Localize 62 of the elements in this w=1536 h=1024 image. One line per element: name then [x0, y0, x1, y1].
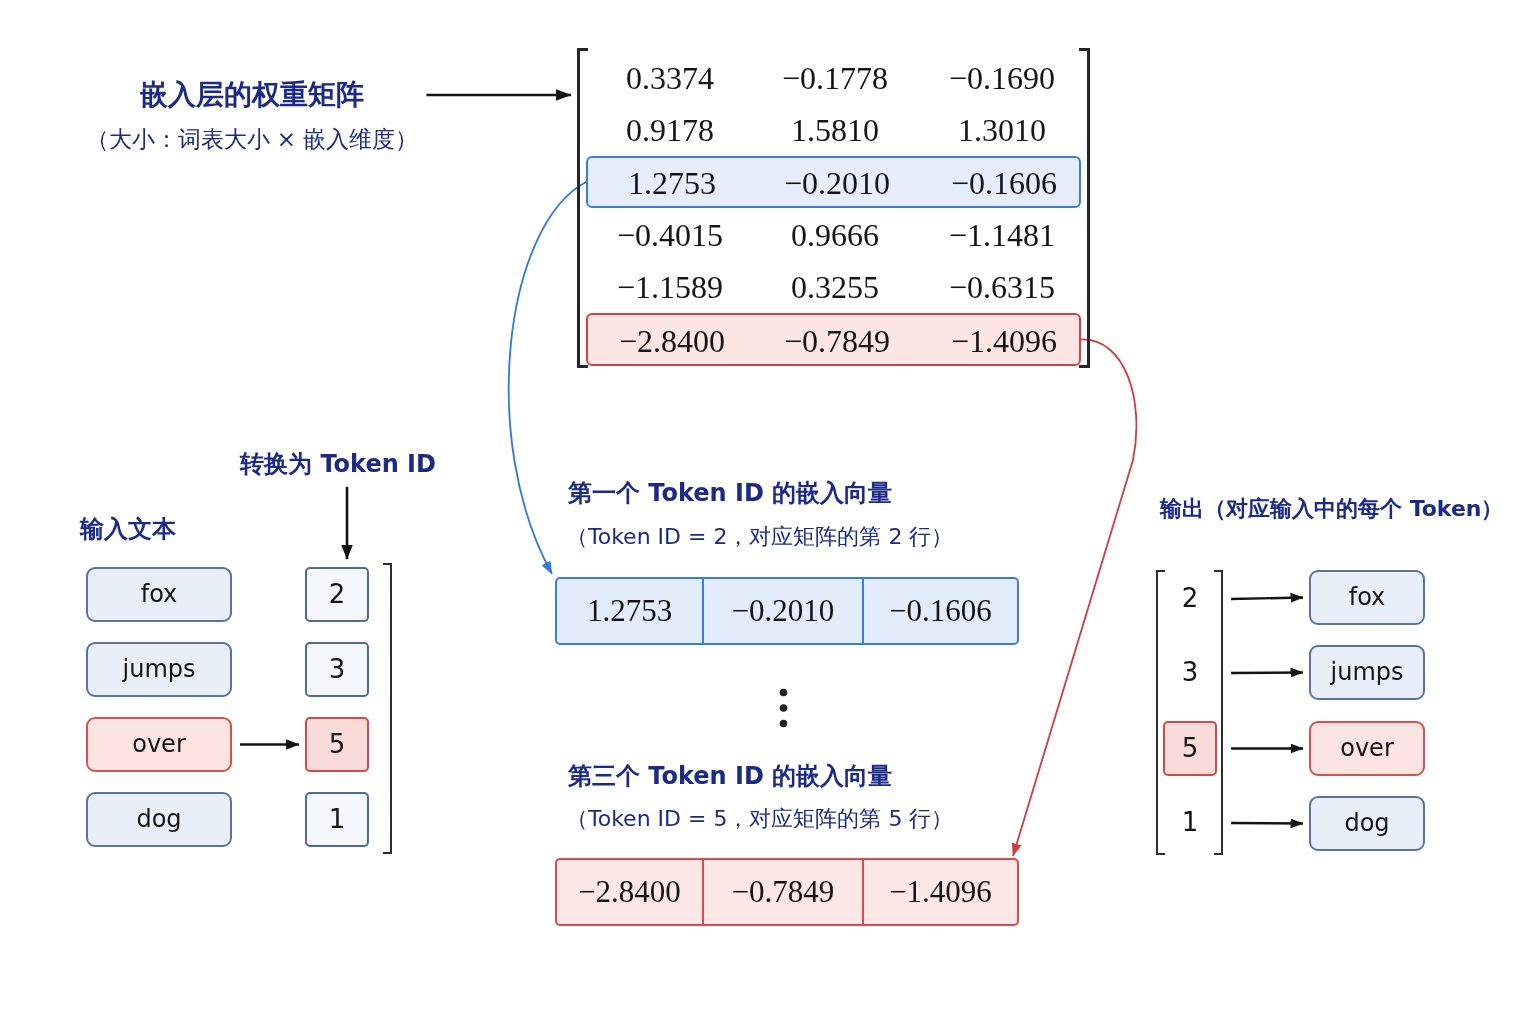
token-id-box: 2 [305, 567, 369, 622]
vector-cell: −1.4096 [862, 860, 1017, 924]
token-id: 3 [1181, 658, 1199, 688]
word-box: jumps [1309, 645, 1425, 700]
matrix-value: 0.9178 [626, 111, 714, 149]
matrix-value: 0.3255 [791, 268, 879, 306]
heading: 转换为 Token ID [240, 451, 436, 479]
arrow [1230, 592, 1304, 603]
matrix-value: 1.5810 [791, 111, 879, 149]
matrix-value: 0.9666 [791, 216, 879, 254]
word-box: over [86, 717, 232, 772]
matrix-value: 1.2753 [628, 164, 716, 202]
vector-cell: −0.7849 [702, 860, 862, 924]
heading: 第一个 Token ID 的嵌入向量 [568, 480, 893, 508]
vector-cell-text: 1.2753 [585, 592, 674, 631]
word-box: fox [1309, 570, 1425, 625]
matrix-value: −1.4096 [951, 322, 1057, 359]
matrix-value: 0.3374 [626, 59, 714, 97]
token-id-box: 5 [305, 717, 369, 772]
word-box: fox [86, 567, 232, 622]
matrix-value: 1.3010 [958, 111, 1046, 149]
matrix-value: −0.2010 [784, 164, 890, 202]
matrix-value: −1.1481 [949, 216, 1055, 254]
matrix-value: −0.1778 [782, 59, 888, 97]
subtitle: （大小：词表大小 × 嵌入维度） [85, 126, 419, 153]
vector-box [555, 858, 1019, 926]
subheading: （Token ID = 5，对应矩阵的第 5 行） [566, 806, 954, 832]
arrow [1231, 818, 1304, 829]
matrix-value: −1.1589 [617, 268, 723, 306]
token-id: 1 [1181, 808, 1199, 838]
matrix [577, 48, 1090, 368]
arrow [1231, 743, 1304, 754]
highlighted-row [586, 156, 1081, 208]
token-id-box: 5 [1163, 721, 1217, 776]
arrow [1231, 667, 1304, 678]
subheading: （Token ID = 2，对应矩阵的第 2 行） [566, 524, 954, 550]
vector-cell: −0.1606 [862, 579, 1017, 643]
vector-cell-text: −2.8400 [577, 873, 682, 912]
matrix-value: −2.8400 [619, 322, 725, 359]
arrow [341, 486, 353, 560]
highlighted-row [586, 313, 1081, 366]
matrix-value: −0.6315 [949, 268, 1055, 306]
matrix-value: −0.1690 [949, 59, 1055, 97]
matrix-value: −0.7849 [784, 322, 890, 359]
vector-cell: −0.2010 [702, 579, 862, 643]
token-id-box: 3 [305, 642, 369, 697]
word-box: dog [1309, 796, 1425, 851]
token-id-box: 1 [305, 792, 369, 847]
word-box: over [1309, 721, 1425, 776]
word-box: jumps [86, 642, 232, 697]
token-id: 2 [1181, 584, 1199, 614]
heading: 嵌入层的权重矩阵 [140, 79, 364, 112]
arrow [1011, 338, 1138, 857]
heading: 输入文本 [80, 516, 176, 544]
word-box: dog [86, 792, 232, 847]
vector-box [555, 577, 1019, 645]
heading: 第三个 Token ID 的嵌入向量 [568, 763, 893, 791]
arrow [426, 89, 572, 101]
matrix-value: −0.1606 [951, 164, 1057, 202]
heading: 输出（对应输入中的每个 Token） [1160, 496, 1504, 522]
matrix-value: −0.4015 [617, 216, 723, 254]
arrow [240, 739, 300, 750]
